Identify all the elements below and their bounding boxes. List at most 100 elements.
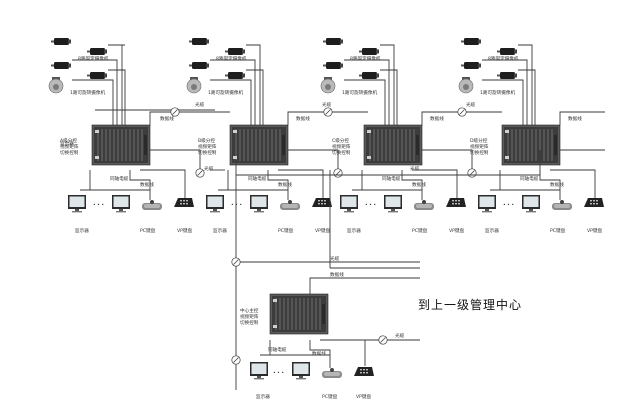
camera-icon [497,72,517,79]
joystick-icon [142,200,162,210]
matrix-name-line: 切换控制 [60,149,79,156]
monitor-icon [250,362,268,380]
dome-camera-label: 1路可旋转摄像机 [342,89,377,96]
keypad-icon [174,198,194,207]
monitor-label: 监示器 [75,227,89,234]
fiber-coupler-icon [195,168,205,178]
subsystem-d: 8路固定摄像机 1路可旋转摄像机 数据线 同轴电缆 数据线 • • • 监示器 … [458,38,605,234]
dome-camera-label: 1路可旋转摄像机 [208,89,243,96]
camera-icon [87,48,107,55]
vp-keyboard-label: VP键盘 [177,227,193,234]
keypad-icon [312,198,332,207]
matrix-name-line: 视频矩阵 [240,313,259,320]
monitor-icon [206,195,224,213]
matrix-name-line: 切换控制 [332,149,351,156]
fiber-coupler-icon [231,355,241,365]
fiber-coupler-icon [457,107,467,117]
header-text: 到上一级管理中心 [418,297,522,312]
joystick-icon [552,200,572,210]
coax-label: 同轴电缆 [382,175,401,182]
pc-keyboard-label: PC键盘 [322,393,338,400]
camera-icon [461,62,481,69]
fiber-coupler-icon [333,168,343,178]
matrix-name-b: B级分控视频矩阵切换控制 [198,137,217,156]
data-line-label: 数据线 [330,271,344,278]
camera-icon [51,62,71,69]
dots: • • • [273,371,284,376]
fiber-label: 光缆 [466,101,476,108]
data-line-label: 数据线 [568,115,582,122]
camera-icon [461,38,481,45]
joystick-icon [414,200,434,210]
coax-label: 同轴电缆 [248,175,267,182]
camera-icon [225,72,245,79]
fixed-camera-label: 8路固定摄像机 [350,55,381,62]
fiber-coupler-icon [323,107,333,117]
matrix-name-line: D级分控 [470,137,488,144]
fiber-label: 光缆 [204,165,214,172]
monitor-icon [292,362,310,380]
matrix-name-d: D级分控视频矩阵切换控制 [470,137,489,156]
center-subsystem: 光缆 数据线 光缆 同轴电缆 数据线 中心主控视频矩阵 切换控制 • • • 监示… [231,150,541,400]
monitor-icon [250,195,268,213]
matrix-name-line: 切换控制 [198,149,217,156]
matrix-name-line: 视频矩阵 [198,143,217,150]
fiber-label: 光缆 [330,255,340,262]
matrix-name-line: A级分控 [60,137,77,144]
center-matrix-rack [269,293,329,335]
dots: • • • [365,203,376,208]
fiber-label: 光缆 [410,165,420,172]
fiber-label: 光缆 [322,101,332,108]
dome-camera-label: 1路可旋转摄像机 [480,89,515,96]
dome-camera-icon [320,76,336,94]
vp-keyboard-label: VP键盘 [587,227,603,234]
monitor-icon [384,195,402,213]
keypad-icon [446,198,466,207]
data-line-label: 数据线 [550,181,564,188]
data-line-label: 数据线 [160,115,174,122]
fiber-coupler-icon [378,335,388,345]
joystick-icon [280,200,300,210]
matrix-name-line: 视频矩阵 [332,143,351,150]
monitor-icon [522,195,540,213]
pc-keyboard-label: PC键盘 [140,227,156,234]
matrix-rack [363,124,423,166]
monitor-icon [478,195,496,213]
camera-icon [51,38,71,45]
subsystem-c: 8路固定摄像机 1路可旋转摄像机 数据线 同轴电缆 数据线 • • • 监示器 … [320,38,502,234]
dots: • • • [503,203,514,208]
dots: • • • [231,203,242,208]
subsystem-a: 8路固定摄像机 1路可旋转摄像机 监示器 数据线 同轴电缆 数据线 • • • … [48,38,230,234]
coax-label: 同轴电缆 [520,175,539,182]
fiber-coupler-icon [467,168,477,178]
vp-keyboard-label: VP键盘 [356,393,372,400]
monitor-label: 监示器 [347,227,361,234]
coax-label: 同轴电缆 [268,346,287,353]
dome-camera-icon [48,76,64,94]
pc-keyboard-label: PC键盘 [278,227,294,234]
keypad-icon [584,198,604,207]
matrix-name-line: 视频矩阵 [470,143,489,150]
keypad-icon [354,367,374,376]
pc-keyboard-label: PC键盘 [550,227,566,234]
matrix-name-line: 中心主控 [240,307,259,314]
dome-camera-icon [458,76,474,94]
joystick-icon [322,368,342,378]
monitor-label: 监示器 [213,227,227,234]
fixed-camera-label: 8路固定摄像机 [216,55,247,62]
camera-icon [323,38,343,45]
vp-keyboard-label: VP键盘 [449,227,465,234]
camera-icon [323,62,343,69]
fixed-camera-label: 8路固定摄像机 [488,55,519,62]
pc-keyboard-label: PC键盘 [412,227,428,234]
dots: • • • [93,203,104,208]
matrix-name-a: A级分控视频矩阵切换控制 [60,137,79,156]
fiber-coupler-icon [170,107,180,117]
fixed-camera-label: 8路固定摄像机 [78,55,109,62]
data-line-label: 数据线 [278,181,292,188]
matrix-rack [229,124,289,166]
camera-icon [359,72,379,79]
data-line-label: 数据线 [430,115,444,122]
fiber-coupler-icon [231,257,241,267]
camera-icon [189,62,209,69]
